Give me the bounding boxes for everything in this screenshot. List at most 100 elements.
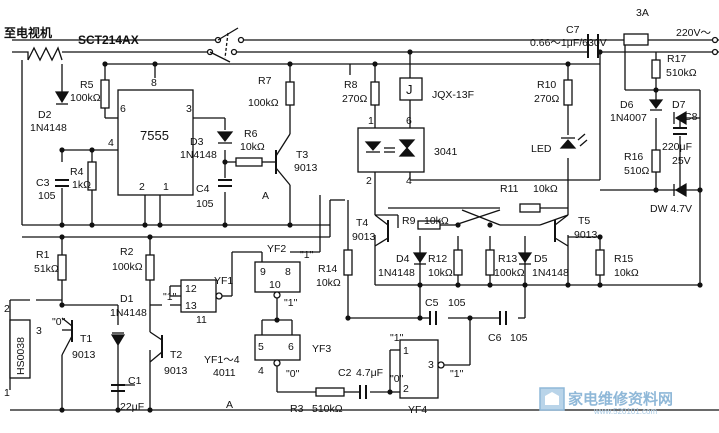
d6-name: D6 bbox=[620, 99, 634, 111]
ir-receiver-hs0038 bbox=[9, 319, 31, 379]
t2-name: T2 bbox=[170, 349, 182, 361]
component-labels: R5 100kΩ D2 1N4148 R4 1kΩ C3 105 D3 1N41… bbox=[30, 53, 698, 415]
d7-label: D7 bbox=[672, 99, 686, 111]
r1-name: R1 bbox=[36, 249, 50, 261]
d6-value: 1N4007 bbox=[610, 112, 647, 124]
a-bottom: A bbox=[226, 399, 233, 411]
c8-label: C8 bbox=[684, 111, 698, 123]
d3-value: 1N4148 bbox=[180, 149, 217, 161]
gate-yf2 bbox=[254, 261, 301, 299]
d2-value: 1N4148 bbox=[30, 122, 67, 134]
level-yf4-in-a: "1" bbox=[390, 332, 404, 344]
yf1-in-a: 12 bbox=[185, 283, 197, 295]
yf2-out: 10 bbox=[269, 279, 281, 291]
r5-name: R5 bbox=[80, 79, 94, 91]
relay-coil bbox=[399, 77, 423, 101]
r4-name: R4 bbox=[70, 166, 84, 178]
t5-value: 9013 bbox=[574, 229, 598, 241]
d1-name: D1 bbox=[120, 293, 134, 305]
pin-6: 6 bbox=[120, 103, 126, 115]
d5-value: 1N4148 bbox=[532, 267, 569, 279]
led-label: LED bbox=[531, 143, 552, 155]
yf2-in-b: 8 bbox=[285, 266, 291, 278]
c5-value: 105 bbox=[448, 297, 466, 309]
level-yf3-out: "0" bbox=[286, 368, 300, 380]
resistors bbox=[57, 59, 661, 397]
chip-type: 4011 bbox=[213, 367, 236, 379]
r17-name: R17 bbox=[667, 53, 686, 65]
t1-value: 9013 bbox=[72, 349, 96, 361]
gate-yf3 bbox=[254, 334, 301, 367]
r7-value: 100kΩ bbox=[248, 97, 279, 109]
watermark-logo-house bbox=[545, 392, 559, 405]
r11-name: R11 bbox=[500, 183, 519, 195]
level-yf2-in: "1" bbox=[300, 249, 314, 261]
r2-value: 100kΩ bbox=[112, 261, 143, 273]
sensor-pin-2: 2 bbox=[4, 303, 10, 315]
relay-j: J bbox=[406, 82, 413, 97]
c8-value: 220μF bbox=[662, 141, 692, 153]
level-yf4-in-b: "0" bbox=[390, 373, 404, 385]
r9-name: R9 bbox=[402, 215, 416, 227]
c6-name: C6 bbox=[488, 332, 502, 344]
yf4-label: YF4 bbox=[408, 404, 427, 416]
yf4-in-a: 1 bbox=[403, 345, 409, 357]
c1-name: C1 bbox=[128, 375, 142, 387]
capacitor-c7 bbox=[587, 34, 599, 58]
watermark-title: 家电维修资料网 bbox=[568, 390, 673, 408]
diodes bbox=[54, 91, 687, 347]
gate-yf4 bbox=[399, 339, 445, 399]
yf1-out: 11 bbox=[196, 314, 207, 326]
pin-3: 3 bbox=[186, 103, 192, 115]
level-yf2-out: "1" bbox=[284, 297, 298, 309]
r15-value: 10kΩ bbox=[614, 267, 639, 279]
t5-name: T5 bbox=[578, 215, 590, 227]
d4-value: 1N4148 bbox=[378, 267, 415, 279]
t2-value: 9013 bbox=[164, 365, 188, 377]
t4-value: 9013 bbox=[352, 231, 376, 243]
yf1-label: YF1 bbox=[214, 275, 233, 287]
ic-7555-name: 7555 bbox=[140, 128, 169, 143]
r7-name: R7 bbox=[258, 75, 272, 87]
opt-pin-1: 1 bbox=[368, 115, 374, 127]
c2-name: C2 bbox=[338, 367, 352, 379]
level-t1: "0" bbox=[52, 316, 66, 328]
r13-value: 100kΩ bbox=[494, 267, 525, 279]
c1-value: 22μF bbox=[120, 401, 144, 413]
opt-pin-2: 2 bbox=[366, 175, 372, 187]
yf2-in-a: 9 bbox=[260, 266, 266, 278]
r8-name: R8 bbox=[344, 79, 358, 91]
to-tv-label: 至电视机 bbox=[4, 25, 52, 40]
r1-value: 51kΩ bbox=[34, 263, 59, 275]
optocoupler-label: 3041 bbox=[434, 146, 458, 158]
yf3-in-a: 5 bbox=[258, 341, 264, 353]
fuse-label: 3A bbox=[636, 7, 649, 19]
dw-label: DW 4.7V bbox=[650, 203, 692, 215]
opt-pin-6: 6 bbox=[406, 115, 412, 127]
c8-voltage: 25V bbox=[672, 155, 691, 167]
pin-8: 8 bbox=[151, 77, 157, 89]
watermark: 家电维修资料网 www.520101.com bbox=[539, 387, 673, 416]
capacitors bbox=[55, 127, 687, 399]
gate-yf1 bbox=[180, 279, 223, 313]
d2-name: D2 bbox=[38, 109, 52, 121]
c3-value: 105 bbox=[38, 190, 56, 202]
mains-switch bbox=[206, 27, 245, 63]
optocoupler-3041 bbox=[357, 127, 425, 173]
t3-value: 9013 bbox=[294, 162, 318, 174]
sensor-label: HS0038 bbox=[15, 337, 27, 375]
r13-name: R13 bbox=[498, 253, 517, 265]
r10-value: 270Ω bbox=[534, 93, 560, 105]
yf3-in-b: 6 bbox=[288, 341, 294, 353]
d4-name: D4 bbox=[396, 253, 410, 265]
mains-label: 220V～ bbox=[676, 27, 712, 39]
pin-4: 4 bbox=[108, 137, 114, 149]
sensor-pin-3: 3 bbox=[36, 325, 42, 337]
yf4-in-b: 2 bbox=[403, 383, 409, 395]
relay-type: JQX-13F bbox=[432, 89, 474, 101]
r14-value: 10kΩ bbox=[316, 277, 341, 289]
c6-value: 105 bbox=[510, 332, 528, 344]
r14-name: R14 bbox=[318, 263, 337, 275]
heater-coil bbox=[27, 46, 63, 62]
